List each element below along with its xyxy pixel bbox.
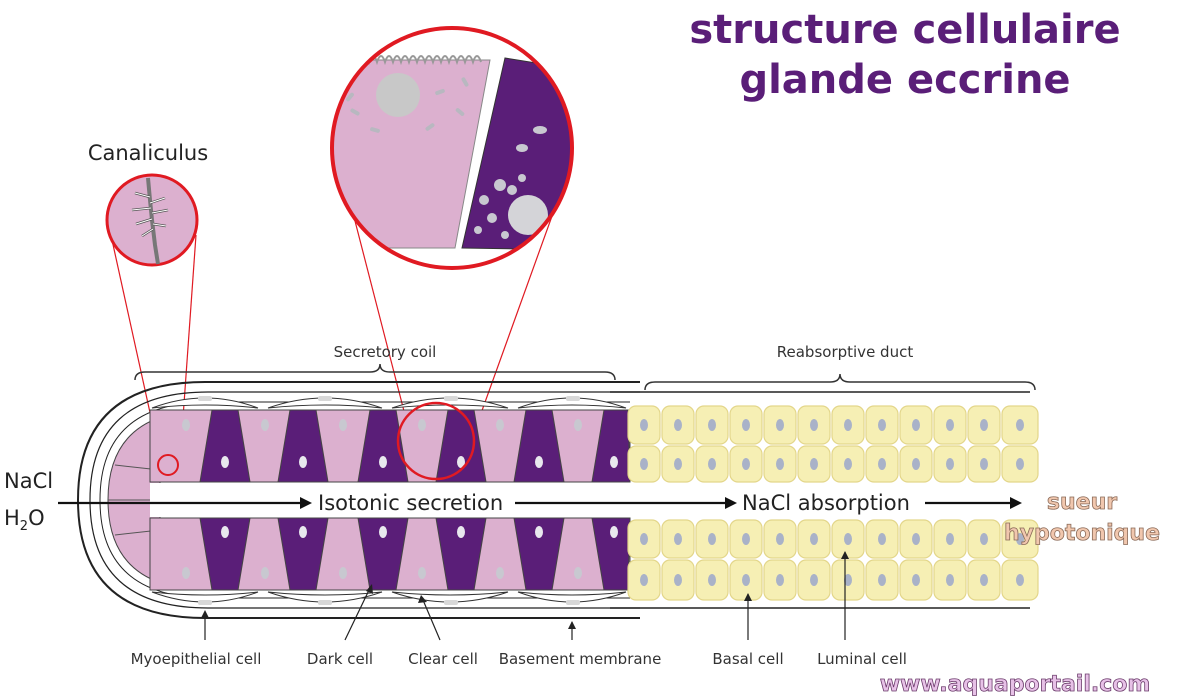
- upper-secretory-cells: [149, 409, 631, 483]
- cell-detail-magnifier: [330, 26, 574, 270]
- myoepithelial-cells: [151, 396, 627, 605]
- lower-secretory-cells: [149, 517, 631, 591]
- basal-cell-label: Basal cell: [712, 650, 783, 668]
- dark-cell: [199, 409, 251, 483]
- h2o-input-label: H2O: [4, 506, 45, 534]
- lumen: [150, 483, 1030, 517]
- dark-cell: [277, 409, 329, 483]
- dark-cell: [435, 517, 487, 591]
- secretory-coil-label: Secretory coil: [334, 343, 437, 361]
- canaliculus-label: Canaliculus: [88, 141, 208, 165]
- dark-cell: [591, 409, 631, 483]
- canaliculus-magnifier: [105, 173, 199, 267]
- basement-membrane-label: Basement membrane: [499, 650, 662, 668]
- cell-detail-marker: [396, 401, 476, 481]
- dark-cell: [513, 517, 565, 591]
- secretion-flow-arrows: [58, 497, 1022, 509]
- nacl-input-label: NaCl: [4, 469, 53, 493]
- dark-cell: [277, 517, 329, 591]
- dark-cell-label: Dark cell: [307, 650, 373, 668]
- isotonic-secretion-label: Isotonic secretion: [318, 491, 503, 515]
- sweat-label-line-1: sueur: [1047, 490, 1117, 515]
- bottom-pointers: [201, 551, 849, 641]
- reabsorptive-duct-label: Reabsorptive duct: [777, 343, 914, 361]
- reabsorptive-duct-cells: [610, 391, 1039, 609]
- myoepithelial-cell-label: Myoepithelial cell: [131, 650, 262, 668]
- dark-cell: [199, 517, 251, 591]
- section-brackets: [134, 363, 1036, 391]
- watermark-url: www.aquaportail.com: [880, 672, 1151, 697]
- title-line-1: structure cellulaire: [689, 7, 1120, 53]
- luminal-cell-label: Luminal cell: [817, 650, 907, 668]
- dark-cell: [357, 517, 409, 591]
- secretory-coil-outer-layers: [76, 381, 640, 619]
- nacl-absorption-label: NaCl absorption: [742, 491, 910, 515]
- clear-cell-label: Clear cell: [408, 650, 478, 668]
- title-line-2: glande eccrine: [739, 57, 1070, 103]
- dark-cell: [357, 409, 409, 483]
- canaliculus-marker: [157, 454, 179, 476]
- dark-cell: [435, 409, 487, 483]
- dark-cell: [513, 409, 565, 483]
- sweat-label-line-2: hypotonique: [1004, 521, 1160, 546]
